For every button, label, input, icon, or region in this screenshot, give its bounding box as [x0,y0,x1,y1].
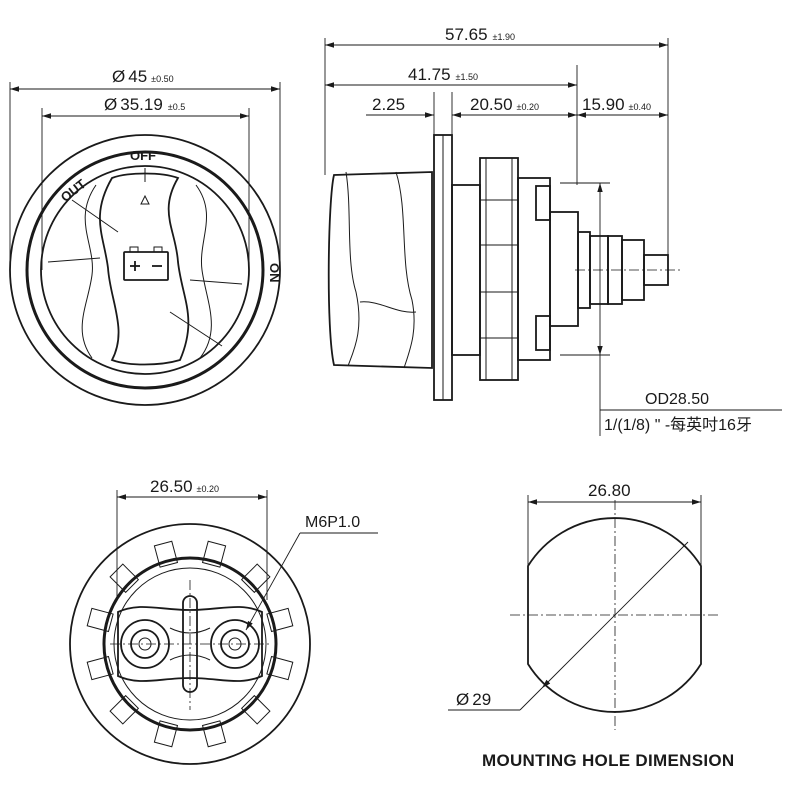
gear-tooth [86,655,114,681]
rear-tab [535,185,551,221]
dia-leader [541,541,689,689]
mounting-hole-title: MOUNTING HOLE DIMENSION [482,751,734,770]
pointer-triangle-icon [140,194,150,205]
flange-label: 2.25 [372,95,405,114]
thread-leader [245,532,301,631]
knob-line [189,279,243,285]
rear-width-label: 26.50±0.20 [150,477,219,496]
cap-contour [395,171,415,369]
hole-width-label: 26.80 [588,481,631,500]
overall-length-label: 57.65±1.90 [445,25,515,44]
rear-tab [535,315,551,351]
knob-handle [99,172,190,366]
outer-ring [9,134,281,406]
gear-tooth [266,655,294,681]
bezel-ring [25,150,265,390]
stud-thread-label: M6P1.0 [305,514,360,531]
label-on: ON [267,263,282,283]
gear-teeth [86,540,294,748]
gear-tooth [201,720,227,748]
rear-outer-ring [69,523,311,765]
mounting-hole-outline [527,517,702,713]
side-view: 57.65±1.90 41.75±1.50 2.25 20.50±0.20 15… [324,25,782,436]
stud-label: 15.90±0.40 [582,95,651,114]
gear-tooth [201,540,227,568]
knob-face [40,165,250,375]
knob-cap [327,171,433,369]
body-label: 20.50±0.20 [470,95,539,114]
gear-tooth [109,563,140,594]
knob-contour [81,184,97,359]
od-label: OD28.50 [645,391,709,408]
gear-tooth [109,694,140,725]
knob-contour [195,184,212,359]
label-off: OFF [130,148,156,163]
knob-line [169,311,223,347]
cap-contour [359,301,417,313]
switch-body [451,184,481,356]
gear-tooth [153,720,179,748]
gear-tooth [86,607,114,633]
length2-label: 41.75±1.50 [408,65,478,84]
rear-gear-ring [102,556,278,732]
gear-tooth [153,540,179,568]
gear-tooth [240,694,271,725]
terminal-block [117,606,263,682]
dia-leader [519,687,543,711]
cap-contour [345,171,360,367]
rear-boss [549,211,579,327]
gear-tooth [266,607,294,633]
gear-tooth [240,563,271,594]
knob-line [47,257,101,263]
knob-line [71,199,119,233]
rear-housing [517,177,551,361]
thread-label: 1/(1/8) " -每英吋16牙 [604,416,752,434]
rear-view: 26.50±0.20 M6P1.0 [69,477,378,765]
battery-icon [123,246,169,281]
